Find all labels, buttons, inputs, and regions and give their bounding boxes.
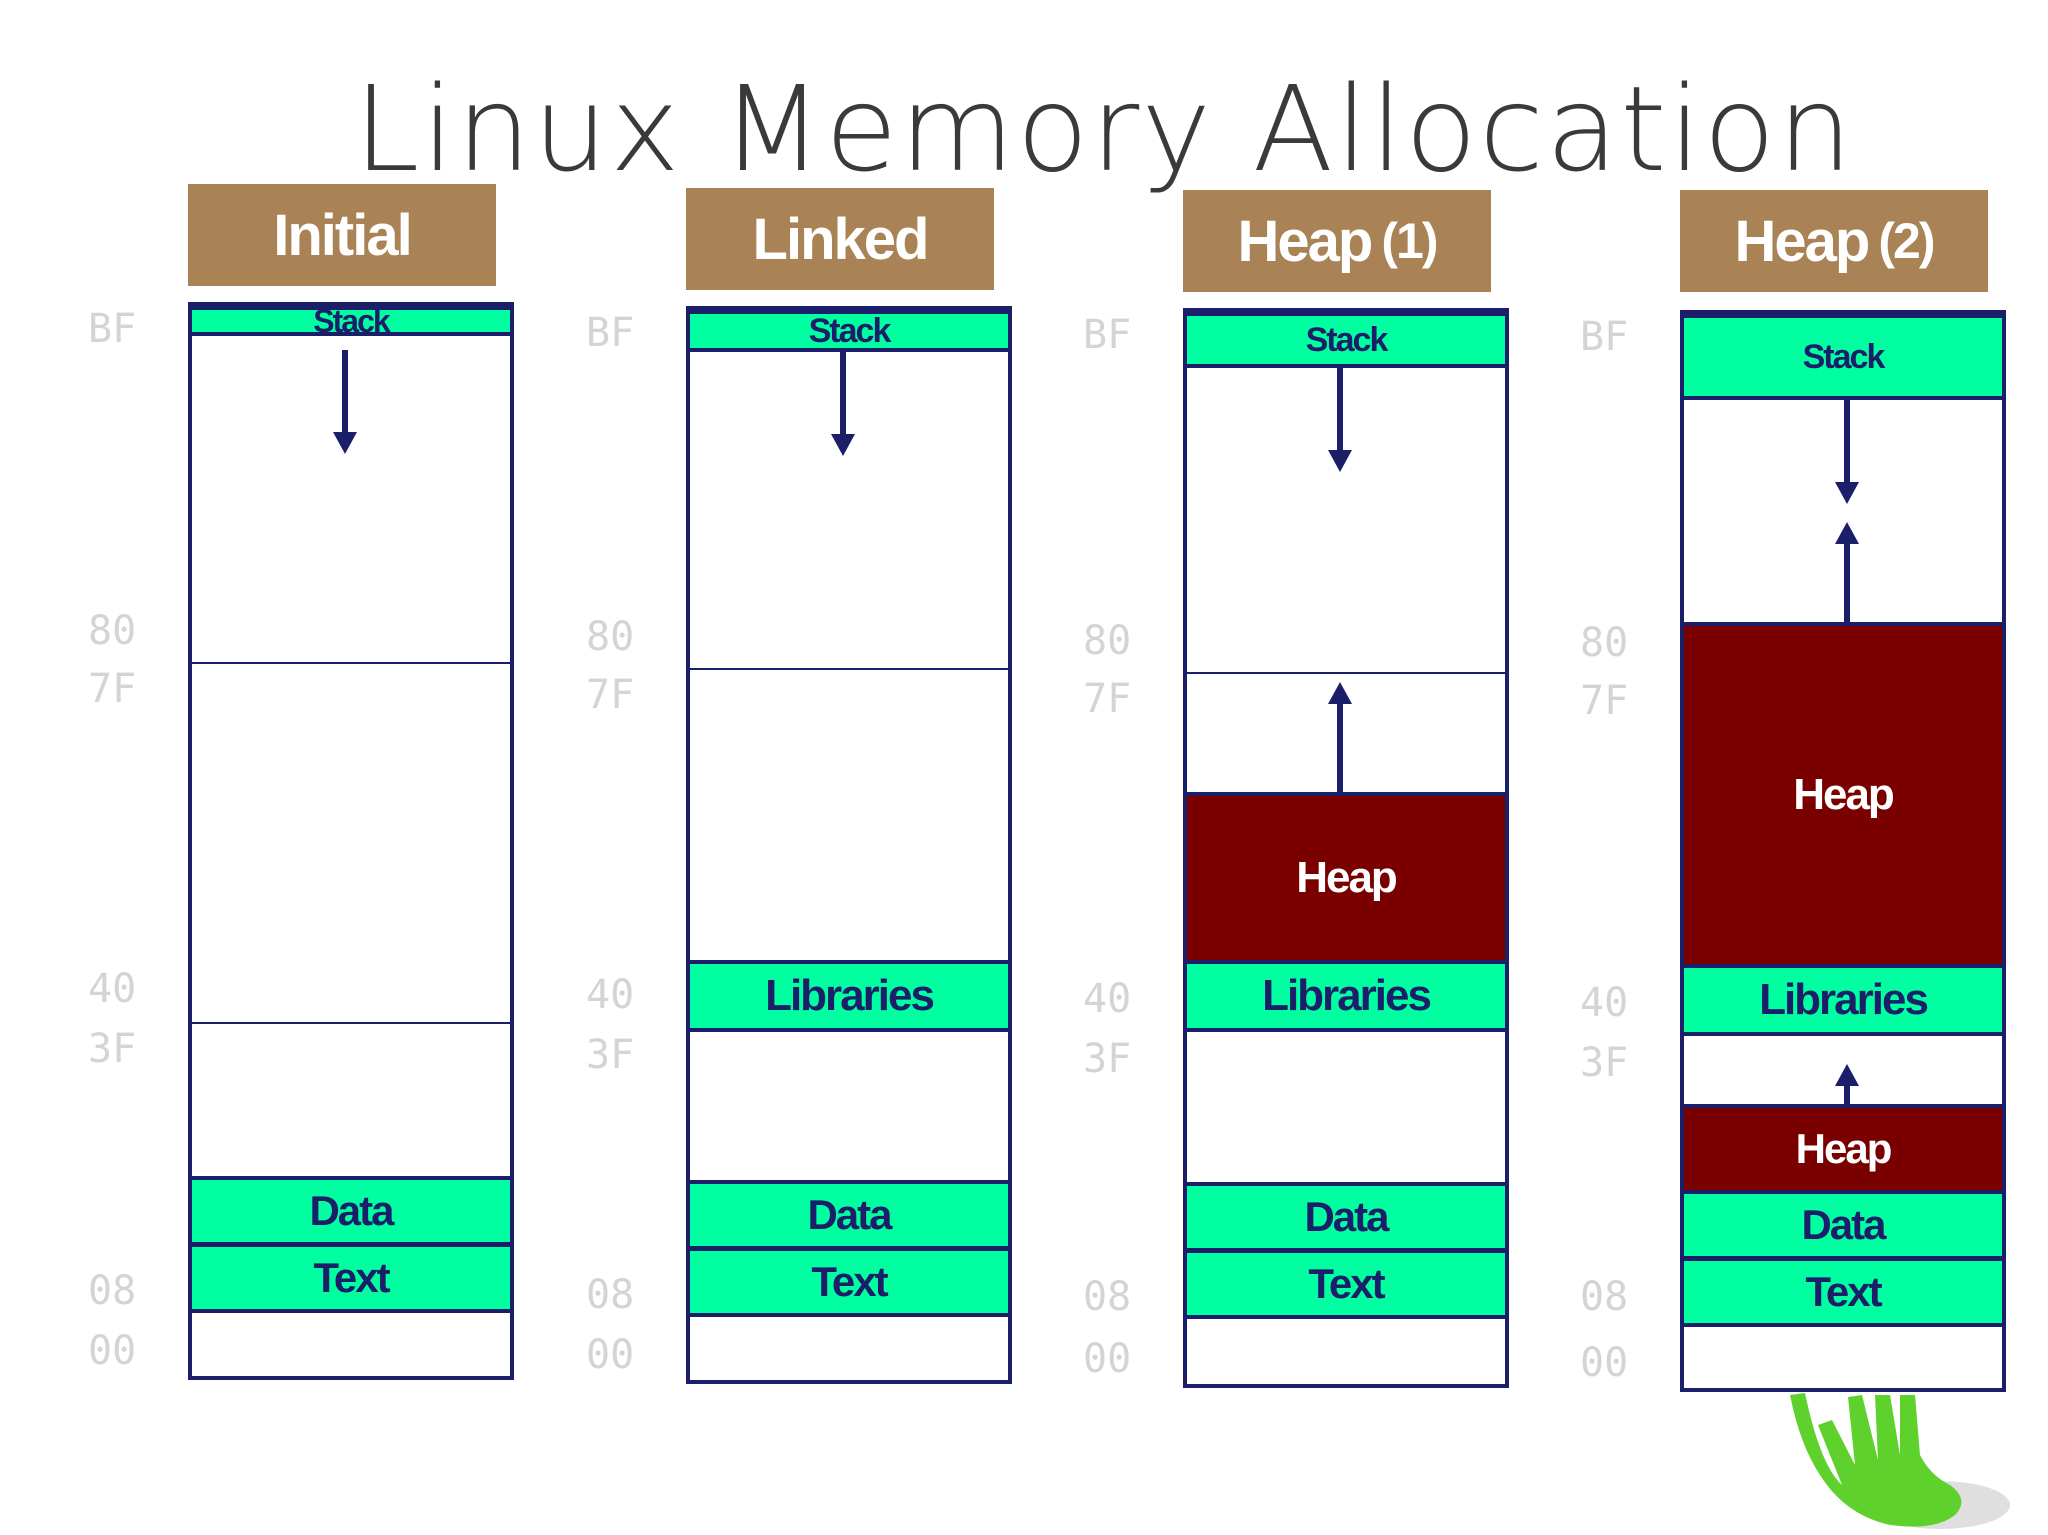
divider-line xyxy=(192,662,510,664)
panel-header: Heap (2) xyxy=(1680,190,1988,292)
address-label: 7F xyxy=(1580,678,1629,724)
memory-map: Stack Heap Libraries Data Text xyxy=(1183,308,1509,1388)
address-label: 08 xyxy=(586,1272,635,1318)
address-label: 08 xyxy=(1083,1274,1132,1320)
data-segment: Data xyxy=(1684,1190,2002,1260)
memory-map: Stack Heap Libraries Heap Data Text xyxy=(1680,310,2006,1392)
divider-line xyxy=(690,668,1008,670)
arrow-layer xyxy=(1328,368,1352,792)
address-label: 80 xyxy=(88,608,137,654)
text-segment: Text xyxy=(1684,1257,2002,1327)
arrow-layer xyxy=(333,350,357,454)
address-label: 40 xyxy=(586,972,635,1018)
stack-segment: Stack xyxy=(1684,314,2002,400)
arrow-head-icon xyxy=(1328,682,1352,704)
address-label: BF xyxy=(1580,314,1629,360)
arrow-head-icon xyxy=(333,432,357,454)
panel-header: Linked xyxy=(686,188,994,290)
address-label: 3F xyxy=(88,1026,137,1072)
data-segment: Data xyxy=(690,1180,1008,1250)
libraries-segment: Libraries xyxy=(690,960,1008,1032)
address-label: 80 xyxy=(1083,618,1132,664)
address-label: BF xyxy=(1083,312,1132,358)
text-segment: Text xyxy=(1187,1249,1505,1319)
stack-segment: Stack xyxy=(690,310,1008,352)
page-title: Linux Memory Allocation xyxy=(353,60,1855,198)
arrow-head-icon xyxy=(1835,482,1859,504)
panel-header: Initial xyxy=(188,184,496,286)
arrow-head-icon xyxy=(1835,522,1859,544)
address-label: 08 xyxy=(88,1268,137,1314)
arrow-head-icon xyxy=(1835,1064,1859,1086)
libraries-segment: Libraries xyxy=(1684,964,2002,1036)
stack-segment: Stack xyxy=(1187,312,1505,368)
address-label: 40 xyxy=(1580,980,1629,1026)
panel-header-suffix: (2) xyxy=(1878,213,1935,269)
panel-header: Heap (1) xyxy=(1183,190,1491,292)
address-label: 7F xyxy=(1083,676,1132,722)
green-hand-icon xyxy=(1790,1393,2010,1529)
memory-map: Stack Data Text xyxy=(188,302,514,1380)
address-label: 80 xyxy=(586,614,635,660)
address-label: 40 xyxy=(1083,976,1132,1022)
panel-initial: Initial Stack Data Text BF 80 7F 40 3F 0… xyxy=(88,0,528,1535)
address-label: 40 xyxy=(88,966,137,1012)
libraries-segment: Libraries xyxy=(1187,960,1505,1032)
address-label: 00 xyxy=(586,1332,635,1378)
address-label: 3F xyxy=(1083,1036,1132,1082)
arrow-layer xyxy=(831,352,855,456)
address-label: 7F xyxy=(586,672,635,718)
address-label: 3F xyxy=(586,1032,635,1078)
text-segment: Text xyxy=(690,1247,1008,1317)
panel-header-label: Heap xyxy=(1734,208,1871,274)
panel-linked: Linked Stack Libraries Data Text BF 80 7… xyxy=(586,0,1026,1535)
address-label: 00 xyxy=(88,1328,137,1374)
panel-header-label: Linked xyxy=(752,206,930,272)
arrow-head-icon xyxy=(831,434,855,456)
panel-header-label: Initial xyxy=(273,202,412,268)
address-label: 80 xyxy=(1580,620,1629,666)
data-segment: Data xyxy=(1187,1182,1505,1252)
panel-header-label: Heap xyxy=(1237,208,1374,274)
panel-heap-2: Heap (2) Stack Heap Libraries Heap Data … xyxy=(1580,0,2020,1535)
text-segment: Text xyxy=(192,1243,510,1313)
divider-line xyxy=(192,1022,510,1024)
arrow-head-icon xyxy=(1328,450,1352,472)
arrow-layer xyxy=(1835,400,1859,1104)
address-label: 08 xyxy=(1580,1274,1629,1320)
address-label: 3F xyxy=(1580,1040,1629,1086)
divider-line xyxy=(1187,672,1505,674)
address-label: 00 xyxy=(1083,1336,1132,1382)
memory-map: Stack Libraries Data Text xyxy=(686,306,1012,1384)
heap-segment: Heap xyxy=(1684,622,2002,968)
address-label: BF xyxy=(88,306,137,352)
panel-header-suffix: (1) xyxy=(1381,213,1438,269)
panel-heap-1: Heap (1) Stack Heap Libraries Data Text … xyxy=(1083,0,1523,1535)
address-label: 7F xyxy=(88,666,137,712)
stack-segment: Stack xyxy=(192,303,510,339)
address-label: BF xyxy=(586,310,635,356)
address-label: 00 xyxy=(1580,1340,1629,1386)
